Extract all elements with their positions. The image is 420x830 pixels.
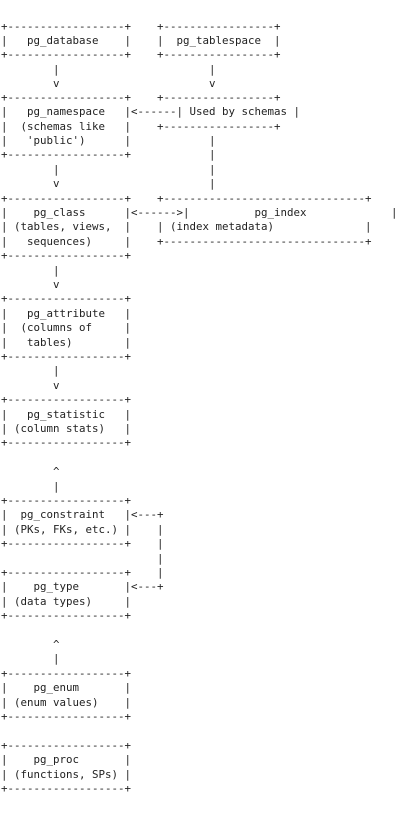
diagram-line: v bbox=[1, 379, 60, 392]
diagram-line: | bbox=[1, 264, 60, 277]
diagram-line: ^ bbox=[1, 638, 60, 651]
diagram-line: | (tables, views, | | (index metadata) | bbox=[1, 220, 372, 233]
diagram-line: | bbox=[1, 364, 60, 377]
diagram-line: +------------------+ bbox=[1, 782, 132, 795]
diagram-line: | pg_class |<------>| pg_index | bbox=[1, 206, 398, 219]
diagram-line: +------------------+ +------------------… bbox=[1, 192, 372, 205]
diagram-line: | | bbox=[1, 63, 216, 76]
diagram-line: +------------------+ bbox=[1, 710, 132, 723]
diagram-line: +------------------+ bbox=[1, 739, 132, 752]
diagram-line: | pg_database | | pg_tablespace | bbox=[1, 34, 281, 47]
diagram-line: +------------------+ bbox=[1, 292, 132, 305]
diagram-line: | pg_attribute | bbox=[1, 307, 132, 320]
diagram-line: +------------------+ bbox=[1, 350, 132, 363]
diagram-line: | (data types) | bbox=[1, 595, 132, 608]
diagram-line: | bbox=[1, 652, 60, 665]
diagram-line: | (PKs, FKs, etc.) | | bbox=[1, 523, 164, 536]
diagram-line: | pg_namespace |<------| Used by schemas… bbox=[1, 105, 301, 118]
diagram-line: +------------------+ bbox=[1, 494, 132, 507]
diagram-line: +------------------+ bbox=[1, 249, 132, 262]
diagram-line: | bbox=[1, 552, 164, 565]
diagram-line: +------------------+ +-----------------+ bbox=[1, 20, 281, 33]
diagram-line: v v bbox=[1, 77, 216, 90]
diagram-line: +------------------+ bbox=[1, 436, 132, 449]
diagram-line: | (functions, SPs) | bbox=[1, 768, 132, 781]
diagram-line: | pg_enum | bbox=[1, 681, 132, 694]
diagram-line: ^ bbox=[1, 465, 60, 478]
diagram-line: +------------------+ | bbox=[1, 537, 164, 550]
diagram-line: | tables) | bbox=[1, 336, 132, 349]
diagram-line: | 'public') | | bbox=[1, 134, 216, 147]
diagram-line: +------------------+ | bbox=[1, 566, 164, 579]
diagram-line: v bbox=[1, 278, 60, 291]
diagram-line: | pg_statistic | bbox=[1, 408, 132, 421]
diagram-line: | | bbox=[1, 163, 216, 176]
diagram-line: +------------------+ +-----------------+ bbox=[1, 91, 281, 104]
diagram-line: +------------------+ bbox=[1, 393, 132, 406]
diagram-line: +------------------+ +-----------------+ bbox=[1, 48, 281, 61]
diagram-line: | pg_constraint |<---+ bbox=[1, 508, 164, 521]
diagram-line: | (column stats) | bbox=[1, 422, 132, 435]
diagram-line: | pg_proc | bbox=[1, 753, 132, 766]
diagram-line: | (columns of | bbox=[1, 321, 132, 334]
diagram-line: +------------------+ | bbox=[1, 148, 216, 161]
diagram-line: | pg_type |<---+ bbox=[1, 580, 164, 593]
diagram-line: +------------------+ bbox=[1, 667, 132, 680]
diagram-line: v | bbox=[1, 177, 216, 190]
diagram-line: | (schemas like | +-----------------+ bbox=[1, 120, 281, 133]
diagram-line: | sequences) | +------------------------… bbox=[1, 235, 372, 248]
diagram-line: +------------------+ bbox=[1, 609, 132, 622]
diagram-line: | bbox=[1, 480, 60, 493]
diagram-line: | (enum values) | bbox=[1, 696, 132, 709]
